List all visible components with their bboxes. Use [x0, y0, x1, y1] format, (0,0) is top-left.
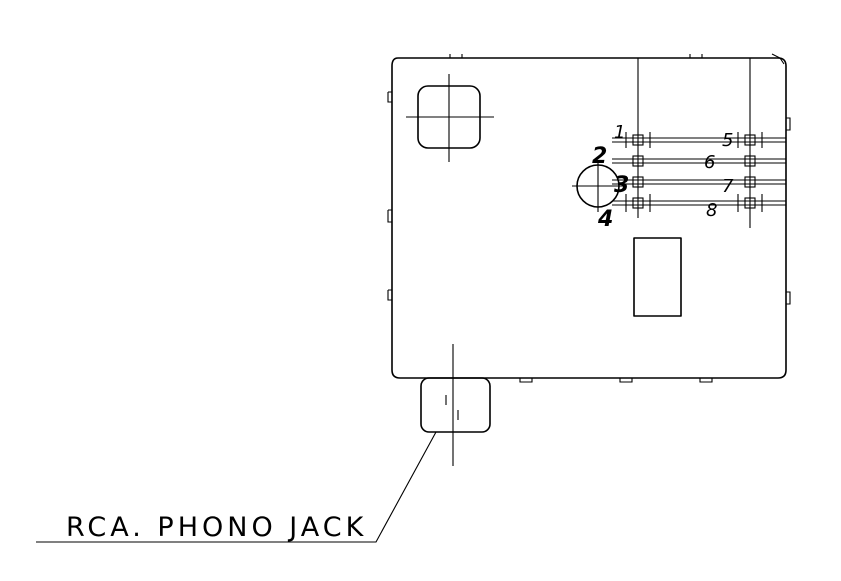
round-component-crosshair — [572, 160, 624, 212]
pin-label-4: 4 — [597, 207, 613, 232]
rectangular-component — [633, 237, 682, 317]
pin-label-6: 6 — [704, 152, 715, 173]
callout-label: RCA. PHONO JACK — [66, 512, 367, 543]
pin-label-1: 1 — [614, 122, 625, 143]
board-edge-notches — [387, 53, 791, 383]
pin-pads — [625, 132, 763, 212]
mounting-pad-crosshair — [406, 74, 494, 162]
rca-jack-centerline — [445, 344, 459, 466]
pin-label-2: 2 — [592, 144, 607, 169]
board-outline — [391, 57, 787, 379]
pin-traces — [612, 137, 786, 206]
pin-label-7: 7 — [722, 176, 734, 197]
pin-label-8: 8 — [706, 200, 717, 221]
rca-jack-body — [420, 377, 491, 433]
pin-label-3: 3 — [614, 173, 629, 198]
callout-leader — [36, 431, 437, 543]
pin-label-5: 5 — [722, 130, 733, 151]
